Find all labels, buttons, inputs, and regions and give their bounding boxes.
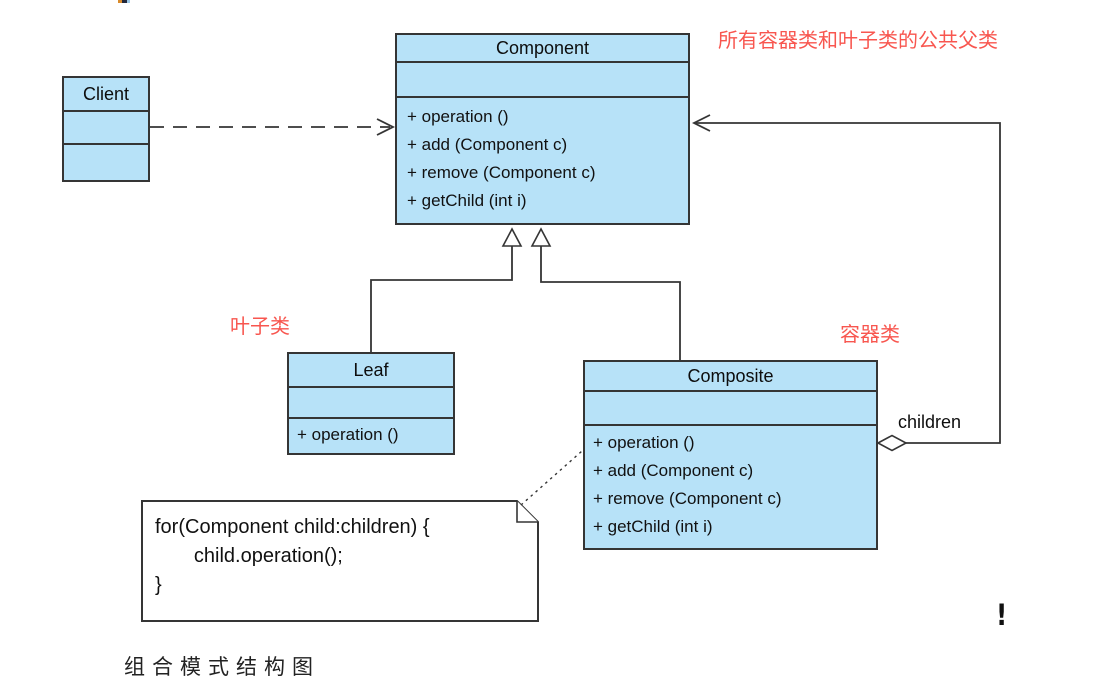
note-line: for(Component child:children) {	[155, 516, 430, 538]
children-aggregation-connector	[691, 114, 1001, 452]
method-row: + remove (Component c)	[593, 489, 782, 508]
annotation-component-parent-class: 所有容器类和叶子类的公共父类	[718, 30, 998, 52]
annotation-leaf-class: 叶子类	[230, 316, 290, 338]
uml-note-text: for(Component child:children) { child.op…	[142, 501, 538, 621]
annotation-container-class: 容器类	[840, 324, 900, 346]
class-methods-leaf: + operation ()	[289, 419, 453, 451]
note-anchor-line	[520, 450, 583, 506]
class-attrs-composite	[585, 392, 876, 426]
class-methods-client	[64, 145, 148, 178]
class-title-composite: Composite	[585, 362, 876, 392]
class-box-client: Client	[62, 76, 150, 182]
class-title-component: Component	[397, 35, 688, 63]
note-line: child.operation();	[155, 545, 343, 567]
class-attrs-component	[397, 63, 688, 98]
class-methods-composite: + operation () + add (Component c) + rem…	[585, 426, 876, 541]
method-row: + operation ()	[407, 107, 509, 126]
class-title-client: Client	[64, 78, 148, 112]
class-attrs-client	[64, 112, 148, 145]
class-box-composite: Composite + operation () + add (Componen…	[583, 360, 878, 550]
method-row: + operation ()	[593, 433, 695, 452]
diagram-caption: 组合模式结构图	[124, 655, 320, 679]
method-row: + remove (Component c)	[407, 163, 596, 182]
method-row: + getChild (int i)	[593, 517, 713, 536]
note-line: }	[155, 574, 162, 596]
class-title-leaf: Leaf	[289, 354, 453, 388]
children-role-label: children	[898, 412, 962, 432]
method-row: + add (Component c)	[407, 135, 568, 154]
method-row: + operation ()	[297, 425, 399, 444]
text-cursor-mark: !	[995, 598, 1008, 632]
method-row: + getChild (int i)	[407, 191, 527, 210]
uml-note-shape	[141, 500, 539, 622]
class-attrs-leaf	[289, 388, 453, 419]
class-box-component: Component + operation () + add (Componen…	[395, 33, 690, 225]
class-box-leaf: Leaf + operation ()	[287, 352, 455, 455]
truncated-text-fragment	[118, 0, 130, 3]
composite-generalization-arrow	[530, 227, 681, 360]
client-component-dependency-arrow	[150, 118, 396, 136]
leaf-generalization-arrow	[370, 227, 523, 352]
class-methods-component: + operation () + add (Component c) + rem…	[397, 98, 688, 215]
method-row: + add (Component c)	[593, 461, 754, 480]
